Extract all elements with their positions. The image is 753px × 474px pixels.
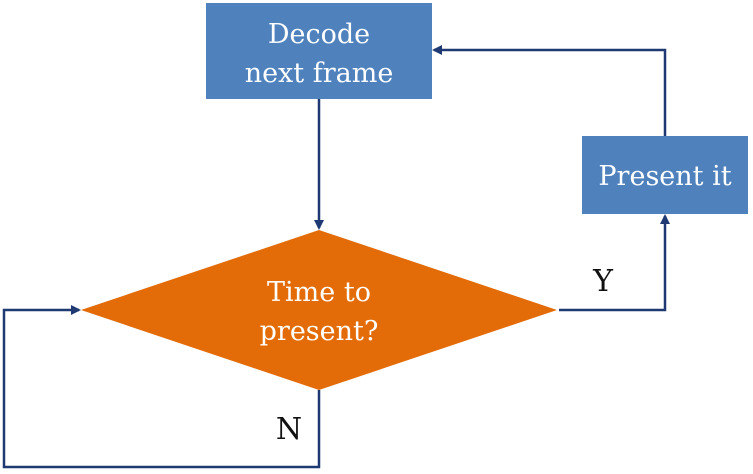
present-it-node: Present it xyxy=(582,136,748,214)
decision-diamond-shape xyxy=(81,230,557,390)
decode-box-shape xyxy=(206,3,432,99)
decode-next-frame-node: Decode next frame xyxy=(206,3,432,99)
time-to-present-decision: Time to present? xyxy=(81,230,557,390)
present-box-shape xyxy=(582,136,748,214)
edge-yes-to-present xyxy=(559,214,670,312)
decision-label-line1: Time to xyxy=(267,277,371,308)
edge-present-to-decode xyxy=(432,45,667,136)
present-label: Present it xyxy=(598,161,731,192)
yes-label: Y xyxy=(592,264,614,299)
edge-no-loop-back xyxy=(2,305,321,469)
decode-label-line2: next frame xyxy=(245,58,394,89)
decision-label-line2: present? xyxy=(260,316,379,347)
decode-label-line1: Decode xyxy=(268,19,370,50)
no-label: N xyxy=(276,412,302,447)
